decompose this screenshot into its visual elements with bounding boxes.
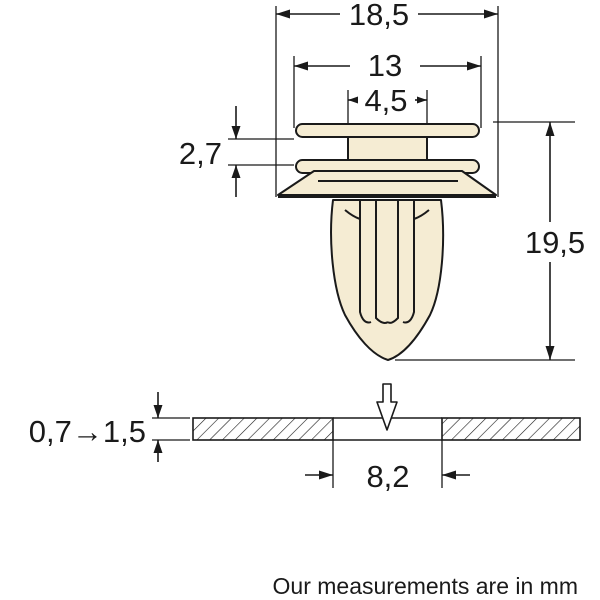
upper-flange <box>295 123 480 138</box>
insertion-arrow-icon <box>376 383 398 431</box>
clip-legs <box>330 199 445 361</box>
dim-overall-width: 18,5 <box>275 0 499 197</box>
height-label: 19,5 <box>525 225 585 260</box>
umbrella-base <box>277 170 497 196</box>
neck-width-label: 4,5 <box>364 83 407 118</box>
panel-section <box>192 417 581 441</box>
hole-diameter-label: 8,2 <box>366 459 409 494</box>
dim-neck-width: 4,5 <box>347 83 428 124</box>
dim-hole-diameter: 8,2 <box>305 440 470 494</box>
clip-body <box>277 123 497 361</box>
dim-flange-gap: 2,7 <box>179 106 294 197</box>
dim-flange-width: 13 <box>293 48 482 128</box>
overall-width-label: 18,5 <box>349 0 409 32</box>
measurement-unit-note: Our measurements are in mm <box>273 573 578 599</box>
panel-left <box>192 417 334 441</box>
flange-width-label: 13 <box>368 48 402 83</box>
flange-gap-label: 2,7 <box>179 136 222 171</box>
panel-thickness-label: 0,7→1,5 <box>29 414 146 449</box>
panel-right <box>441 417 581 441</box>
dim-panel-thickness: 0,7→1,5 <box>29 392 190 462</box>
dim-height: 19,5 <box>395 121 585 361</box>
